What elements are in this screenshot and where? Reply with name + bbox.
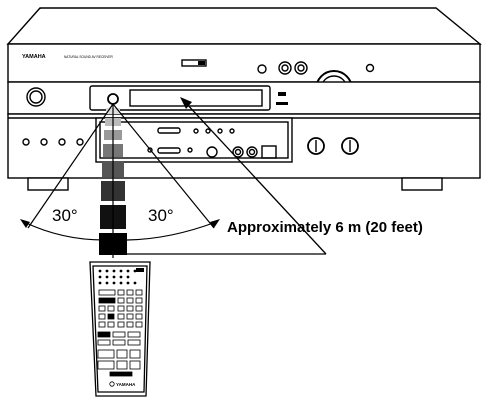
- av-receiver: YAMAHA NATURAL SOUND AV RECEIVER: [6, 7, 482, 191]
- angle-arc-right: [123, 221, 217, 241]
- receiver-foot-right: [401, 177, 443, 191]
- angle-line-left: [27, 103, 114, 229]
- distance-leader: [123, 97, 327, 255]
- angle-indicator: [20, 103, 220, 258]
- angle-arc-left: [23, 221, 105, 241]
- remote-brand-logo: YAMAHA: [109, 381, 136, 387]
- receiver-balance-knob: [341, 137, 359, 155]
- angle-label-left: 30°: [52, 206, 78, 225]
- distance-arrow-line: [184, 101, 327, 255]
- receiver-knob: [22, 138, 30, 146]
- angle-label-right: 30°: [148, 206, 174, 225]
- receiver-model-line: NATURAL SOUND AV RECEIVER: [64, 55, 114, 59]
- receiver-led-indicator: [365, 63, 375, 73]
- receiver-top-cover: [6, 7, 482, 45]
- svg-text:YAMAHA: YAMAHA: [116, 382, 136, 387]
- receiver-brand-logo: YAMAHA: [22, 54, 46, 60]
- receiver-jack: [206, 146, 218, 158]
- receiver-small-knob: [257, 64, 267, 74]
- remote-buttons: [97, 268, 144, 377]
- receiver-tone-knob: [307, 137, 325, 155]
- receiver-front-upper: [7, 43, 481, 83]
- distance-label: Approximately 6 m (20 feet): [227, 219, 423, 236]
- angle-line-right: [112, 103, 215, 229]
- receiver-foot-left: [27, 177, 69, 191]
- receiver-power-button: [26, 87, 46, 107]
- receiver-badge: [181, 59, 207, 67]
